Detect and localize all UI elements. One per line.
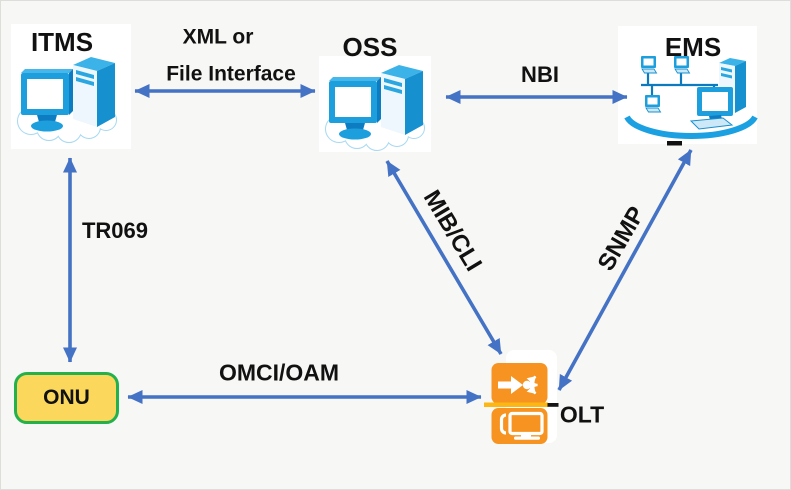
oss-server-cloud-icon (325, 64, 425, 151)
ems-node-label: EMS (664, 32, 722, 62)
link-onu-olt-label: OMCI/OAM (218, 359, 340, 386)
link-itms-onu-label: TR069 (81, 218, 149, 243)
link-itms-oss-label-line1: XML or (182, 25, 254, 49)
onu-node: ONU (14, 372, 119, 424)
link-itms-oss-label-line2: File Interface (166, 62, 296, 86)
itms-server-cloud-icon (17, 56, 117, 143)
oss-node-label: OSS (342, 32, 398, 62)
olt-gold-seam (484, 402, 548, 407)
ems-base-dash (667, 141, 682, 146)
itms-node-label: ITMS (30, 27, 94, 57)
ems-network-computers-icon (624, 56, 758, 146)
link-olt-ems-arrow (557, 149, 693, 391)
link-oss-olt-arrow (385, 160, 503, 355)
olt-node-label: OLT (559, 401, 605, 428)
olt-label-dash (547, 403, 559, 407)
onu-node-label: ONU (43, 386, 90, 409)
olt-splitter-terminal-icon (484, 350, 559, 444)
link-oss-ems-label: NBI (521, 62, 559, 87)
